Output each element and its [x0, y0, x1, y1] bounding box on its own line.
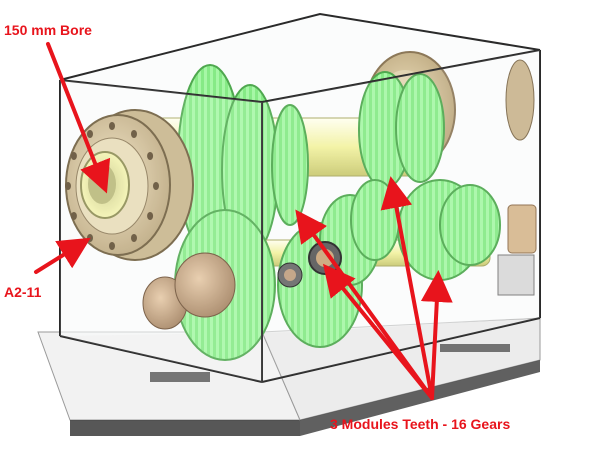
gear-arrow-3 — [420, 270, 453, 400]
brake-discs — [142, 252, 236, 330]
housing-front-edges — [59, 12, 541, 383]
bolt-hole — [87, 130, 93, 138]
gear-arrow-1 — [295, 209, 434, 400]
bolt-hole — [153, 182, 159, 190]
bolt-hole — [147, 152, 154, 160]
bolt-hole — [147, 212, 154, 220]
bolt-hole — [109, 122, 115, 130]
spindle-nose-callout: A2-11 — [4, 284, 42, 300]
gears-callout: 3 Modules Teeth - 16 Gears — [330, 416, 511, 432]
flange-bolt-holes — [65, 122, 159, 250]
bolt-hole — [131, 130, 137, 138]
bolt-hole — [65, 182, 71, 190]
annotation-arrows — [34, 42, 453, 400]
gear-arrow-4 — [322, 263, 434, 400]
bore-callout: 150 mm Bore — [4, 22, 92, 38]
bolt-hole — [109, 242, 115, 250]
housing-front-faces — [60, 50, 540, 382]
bolt-hole — [70, 212, 77, 220]
bolt-hole — [131, 234, 137, 242]
right-coupling — [497, 204, 537, 296]
gear-arrow-2 — [380, 176, 434, 400]
spindle-nose-arrow — [34, 237, 91, 274]
bore-arrow — [46, 42, 111, 194]
bolt-hole — [70, 152, 77, 160]
